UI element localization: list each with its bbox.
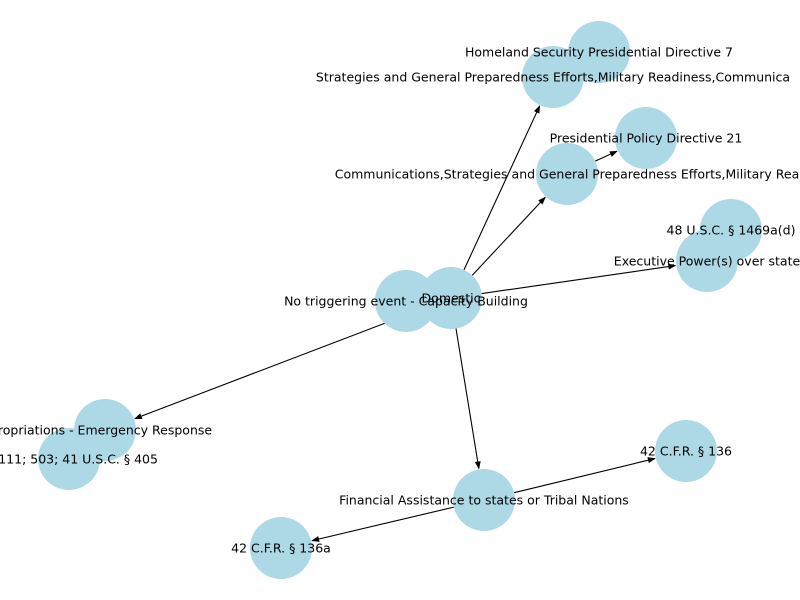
node-hspd7 xyxy=(568,21,630,83)
edges xyxy=(133,105,677,542)
node-label-strategies-military: Strategies and General Preparedness Effo… xyxy=(316,70,790,85)
node-ppd21 xyxy=(615,107,677,169)
node-domestic xyxy=(420,267,482,329)
edge-financial-assist-to-cfr-136 xyxy=(513,457,656,494)
node-label-communications-strategies: Communications,Strategies and General Pr… xyxy=(335,167,800,182)
node-label-usc-1469a: 48 U.S.C. § 1469a(d) xyxy=(667,223,796,238)
edge-domestic-to-exec-power xyxy=(481,263,677,295)
edge-domestic-to-strategies-military xyxy=(463,105,541,271)
node-label-no-trigger: No triggering event - Capacity Building xyxy=(284,294,528,309)
node-communications-strategies xyxy=(536,143,598,205)
node-label-cfr-136: 42 C.F.R. § 136 xyxy=(640,444,732,459)
node-label-hspd7: Homeland Security Presidential Directive… xyxy=(465,45,733,60)
edge-communications-strategies-to-ppd21 xyxy=(594,150,618,162)
edge-domestic-to-communications-strategies xyxy=(471,196,546,276)
node-label-domestic: Domestic xyxy=(422,291,481,306)
node-label-usc-1111: § 1111; 503; 41 U.S.C. § 405 xyxy=(0,452,158,467)
node-label-cfr-136a: 42 C.F.R. § 136a xyxy=(231,541,331,556)
node-label-exec-power: Executive Power(s) over state xyxy=(614,254,800,269)
node-usc-1111 xyxy=(38,428,100,490)
node-no-trigger xyxy=(375,270,437,332)
node-label-appropriations: ropriations - Emergency Response xyxy=(0,423,212,438)
node-label-ppd21: Presidential Policy Directive 21 xyxy=(550,131,743,146)
edge-domestic-to-appropriations xyxy=(133,308,423,420)
node-cfr-136a xyxy=(250,517,312,579)
node-cfr-136 xyxy=(655,420,717,482)
nodes xyxy=(38,21,762,579)
node-strategies-military xyxy=(522,46,584,108)
edge-financial-assist-to-cfr-136a xyxy=(311,506,454,542)
node-financial-assist xyxy=(453,469,515,531)
edge-domestic-to-financial-assist xyxy=(455,328,481,470)
node-exec-power xyxy=(676,230,738,292)
node-label-financial-assist: Financial Assistance to states or Tribal… xyxy=(339,493,629,508)
